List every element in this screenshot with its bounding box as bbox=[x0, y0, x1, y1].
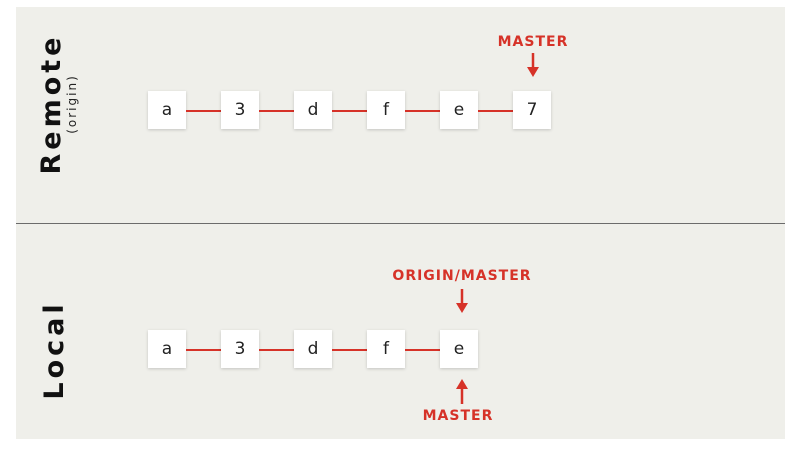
remote-commit-f: f bbox=[367, 91, 405, 129]
local-origin-master-arrow-icon bbox=[456, 289, 468, 313]
remote-subtitle-text: (origin) bbox=[65, 74, 79, 134]
local-origin-master-label: ORIGIN/MASTER bbox=[392, 268, 532, 284]
local-link bbox=[186, 349, 221, 351]
remote-link bbox=[478, 110, 513, 112]
local-master-arrow-icon bbox=[456, 379, 468, 404]
remote-commit-a: a bbox=[148, 91, 186, 129]
remote-master-arrow-icon bbox=[527, 53, 539, 77]
remote-commit-e: e bbox=[440, 91, 478, 129]
local-link bbox=[332, 349, 367, 351]
local-commit-a: a bbox=[148, 330, 186, 368]
local-commit-3: 3 bbox=[221, 330, 259, 368]
remote-commit-3: 3 bbox=[221, 91, 259, 129]
local-title: Local bbox=[39, 300, 70, 400]
remote-master-label: MASTER bbox=[497, 34, 569, 50]
remote-title-text: Remote bbox=[36, 33, 67, 175]
local-link bbox=[259, 349, 294, 351]
remote-commit-d: d bbox=[294, 91, 332, 129]
local-title-text: Local bbox=[39, 300, 70, 400]
section-divider bbox=[16, 223, 785, 224]
remote-link bbox=[186, 110, 221, 112]
local-link bbox=[405, 349, 440, 351]
remote-commit-7: 7 bbox=[513, 91, 551, 129]
local-commit-d: d bbox=[294, 330, 332, 368]
remote-link bbox=[332, 110, 367, 112]
remote-link bbox=[405, 110, 440, 112]
local-commit-e: e bbox=[440, 330, 478, 368]
remote-link bbox=[259, 110, 294, 112]
local-master-label: MASTER bbox=[422, 408, 494, 424]
remote-title: Remote (origin) bbox=[36, 33, 79, 175]
local-commit-f: f bbox=[367, 330, 405, 368]
